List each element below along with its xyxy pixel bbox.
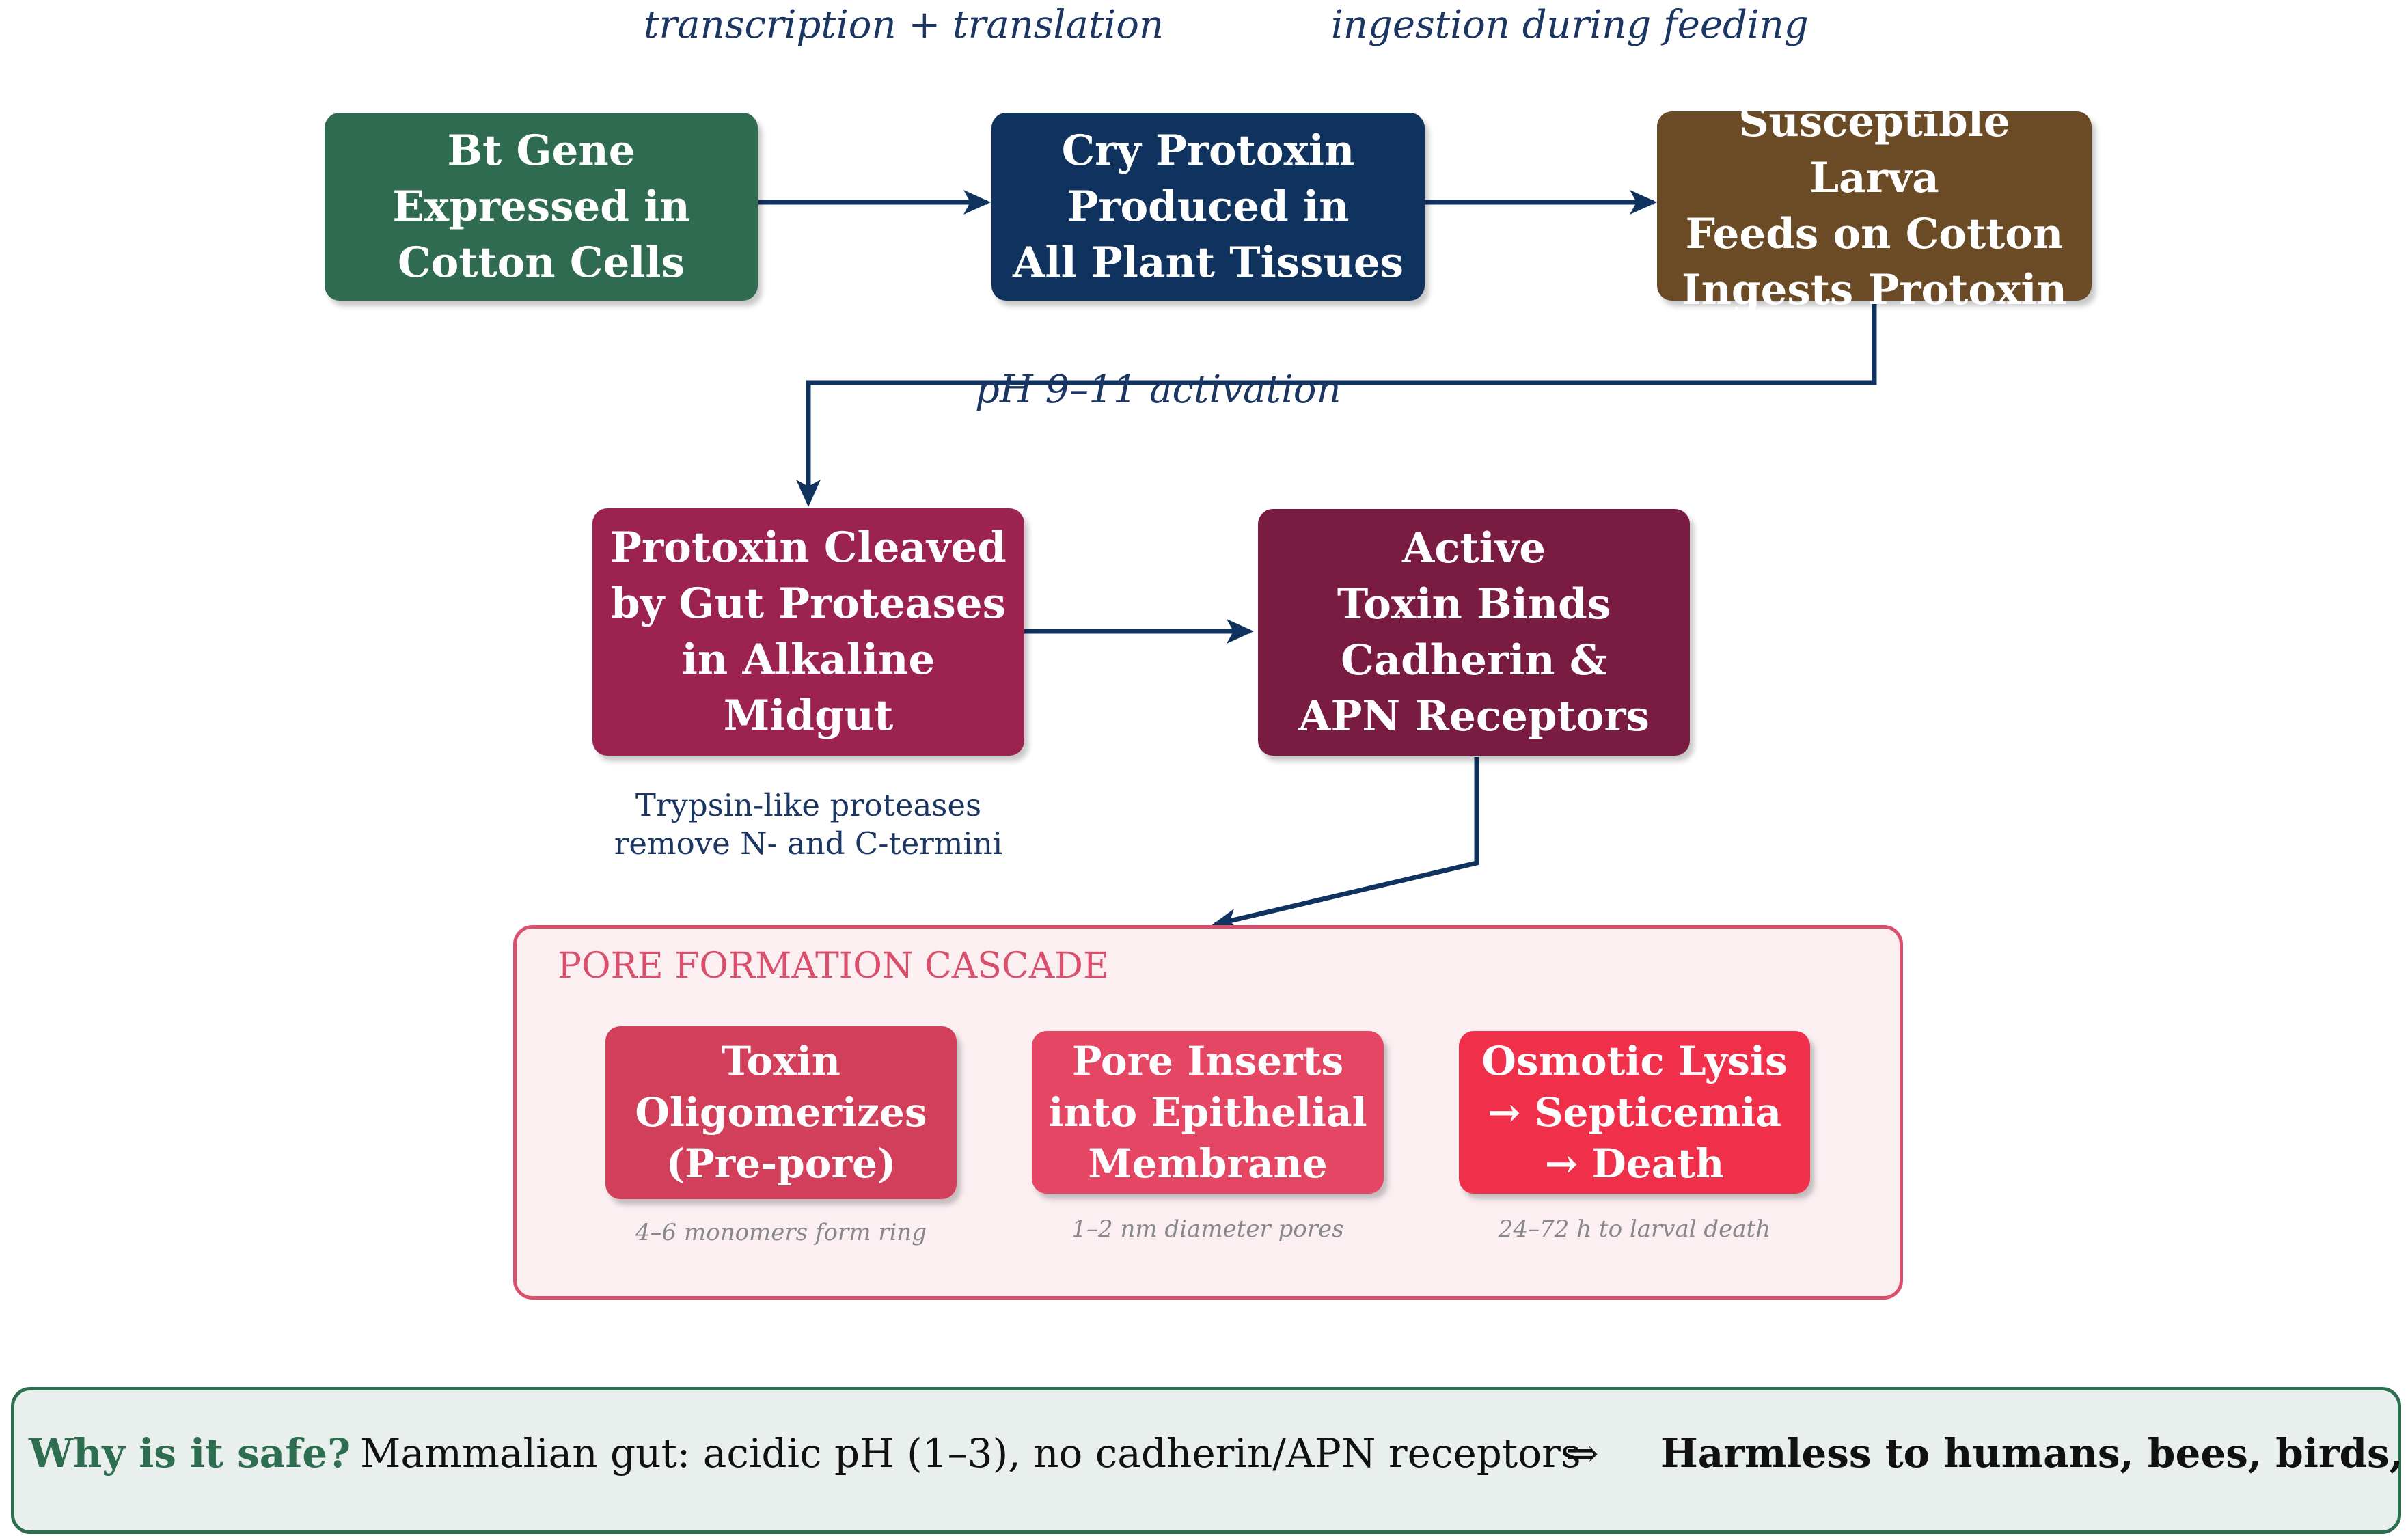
node-cry-protoxin-label: Cry Protoxin Produced in All Plant Tissu… [1013,126,1404,287]
cascade-step-oligomerize-label: Toxin Oligomerizes (Pre-pore) [635,1038,927,1187]
protease-note: Trypsin-like proteases remove N- and C-t… [614,787,1003,862]
cascade-step-oligomerize-note: 4–6 monomers form ring [635,1219,927,1246]
arrowhead-larva-to-cleaved [796,480,821,507]
implies-symbol: ⇒ [1565,1430,1599,1477]
cascade-step-osmotic-lysis-note: 24–72 h to larval death [1498,1216,1771,1243]
cascade-step-pore-insert-note: 1–2 nm diameter pores [1071,1216,1344,1243]
node-larva-label: Susceptible Larva Feeds on Cotton Ingest… [1682,97,2067,314]
node-bt-gene: Bt Gene Expressed in Cotton Cells [325,113,758,301]
edge-label-transcription: transcription + translation [644,3,1164,47]
arrowhead-protoxin-to-larva [1630,190,1657,215]
arrow-larva-to-cleaved [806,303,1877,502]
arrowhead-gene-to-protoxin [963,190,991,215]
cascade-step-pore-insert-label: Pore Inserts into Epithelial Membrane [1048,1037,1367,1187]
safety-panel [11,1387,2401,1534]
node-protoxin-cleaved: Protoxin Cleaved by Gut Proteases in Alk… [592,508,1024,756]
node-larva: Susceptible Larva Feeds on Cotton Ingest… [1657,98,2092,314]
node-bt-gene-label: Bt Gene Expressed in Cotton Cells [392,126,690,287]
cascade-step-osmotic-lysis-label: Osmotic Lysis → Septicemia → Death [1481,1037,1788,1187]
arrowhead-cleaved-to-active [1227,619,1254,644]
node-active-toxin: Active Toxin Binds Cadherin & APN Recept… [1258,509,1690,756]
edge-label-activation: pH 9–11 activation [975,368,1341,412]
node-cry-protoxin: Cry Protoxin Produced in All Plant Tissu… [991,113,1425,301]
safety-question: Why is it safe? [29,1430,351,1477]
cascade-step-osmotic-lysis: Osmotic Lysis → Septicemia → Death [1459,1031,1810,1194]
cascade-step-pore-insert: Pore Inserts into Epithelial Membrane [1032,1031,1384,1194]
safety-conclusion: Harmless to humans, bees, birds, fish [1660,1430,2408,1477]
arrow-active-to-cascade [1214,757,1479,927]
safety-reason: Mammalian gut: acidic pH (1–3), no cadhe… [360,1430,1581,1477]
cascade-title: PORE FORMATION CASCADE [558,946,1109,987]
cascade-step-oligomerize: Toxin Oligomerizes (Pre-pore) [605,1026,957,1199]
node-protoxin-cleaved-label: Protoxin Cleaved by Gut Proteases in Alk… [610,523,1007,740]
node-active-toxin-label: Active Toxin Binds Cadherin & APN Recept… [1298,523,1650,741]
edge-label-ingestion: ingestion during feeding [1331,3,1809,47]
